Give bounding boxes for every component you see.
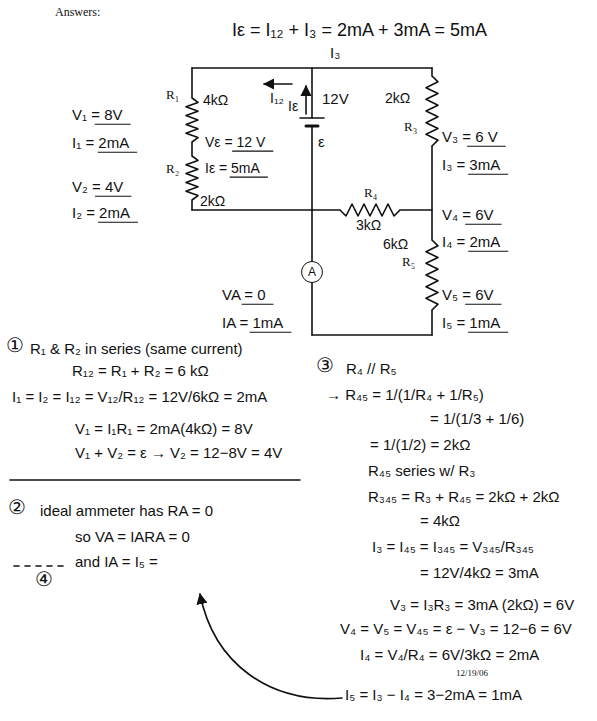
- handwritten-note: ideal ammeter has RA = 0: [40, 502, 213, 519]
- wire: [312, 334, 432, 336]
- wire: [311, 210, 313, 261]
- meter-letter: A: [308, 266, 316, 278]
- handwritten-note: I₄ = V₄/R₄ = 6V/3kΩ = 2mA: [360, 646, 539, 663]
- answer-underline: [98, 222, 138, 223]
- handwritten-note: Iε = I₁₂ + I₃ = 2mA + 3mA = 5mA: [232, 20, 487, 41]
- handwritten-note: V₁ + V₂ = ε → V₂ = 12−8V = 4V: [75, 444, 282, 461]
- handwritten-note: I₁ = I₂ = I₁₂ = V₁₂/R₁₂ = 12V/6kΩ = 2mA: [12, 388, 267, 405]
- answer-value: IA = 1mA: [222, 314, 283, 331]
- dashed-line: [14, 565, 68, 567]
- resistor-symbol: [340, 204, 400, 216]
- pointer-arrow: [200, 594, 342, 699]
- battery-plate: [300, 117, 324, 119]
- answer-underline: [232, 150, 273, 151]
- handwritten-note: 12/19/06: [456, 668, 488, 678]
- answer-value: V₄ = 6V: [442, 206, 494, 223]
- handwritten-note: R₃: [404, 120, 417, 135]
- answer-underline: [468, 251, 508, 252]
- handwritten-note: Iε: [288, 98, 298, 114]
- handwritten-note: 4kΩ: [203, 92, 228, 108]
- resistor-symbol: [186, 156, 198, 200]
- answer-underline: [467, 146, 506, 147]
- wire: [191, 68, 193, 98]
- wire: [311, 126, 313, 210]
- answer-value: I₅ = 1mA: [442, 314, 500, 331]
- handwritten-note: R₁: [166, 88, 179, 103]
- resistor-symbol: [426, 76, 438, 146]
- wire: [431, 146, 433, 240]
- handwritten-note: ε: [318, 133, 325, 150]
- handwritten-note: ③: [316, 354, 334, 377]
- handwritten-note: R₂: [166, 162, 179, 177]
- handwritten-note: 3kΩ: [356, 217, 381, 233]
- handwritten-note: = 4kΩ: [420, 512, 460, 529]
- resistor-symbol: [426, 240, 438, 310]
- answer-underline: [465, 224, 501, 225]
- current-arrow: [305, 86, 307, 114]
- handwritten-note: R₄₅ series w/ R₃: [368, 462, 475, 479]
- answer-value: I₁ = 2mA: [72, 134, 129, 151]
- handwritten-note: V₃ = I₃R₃ = 3mA (2kΩ) = 6V: [390, 596, 574, 613]
- answer-value: I₂ = 2mA: [72, 204, 130, 221]
- answer-value: I₃ = 3mA: [442, 156, 500, 173]
- handwritten-note: R₄ // R₅: [346, 360, 397, 377]
- wire: [191, 200, 193, 210]
- ammeter-symbol: A: [301, 261, 323, 283]
- wire: [311, 68, 313, 118]
- answer-underline: [95, 124, 131, 125]
- wire: [192, 209, 340, 211]
- handwritten-note: = 1/(1/3 + 1/6): [430, 410, 524, 427]
- handwritten-note: I₃ = I₄₅ = I₃₄₅ = V₃₄₅/R₃₄₅: [372, 538, 534, 555]
- answer-value: V₃ = 6 V: [442, 128, 498, 145]
- wire: [400, 209, 432, 211]
- answer-value: V₅ = 6V: [442, 286, 494, 303]
- handwritten-note: 6kΩ: [383, 236, 408, 252]
- handwritten-note: R₁ & R₂ in series (same current): [30, 340, 243, 357]
- answer-underline: [95, 196, 131, 197]
- answer-underline: [242, 304, 274, 305]
- current-arrow: [264, 83, 292, 85]
- handwritten-note: R₁₂ = R₁ + R₂ = 6 kΩ: [72, 362, 209, 379]
- answer-value: V₂ = 4V: [72, 178, 123, 195]
- answer-underline: [98, 152, 137, 153]
- handwritten-note: = 12V/4kΩ = 3mA: [420, 564, 539, 581]
- handwritten-note: = 1/(1/2) = 2kΩ: [370, 436, 470, 453]
- answer-underline: [468, 174, 508, 175]
- handwritten-note: R₃₄₅ = R₃ + R₄₅ = 2kΩ + 2kΩ: [368, 488, 560, 505]
- handwritten-note: and IA = I₅ =: [75, 553, 158, 570]
- handwritten-note: I₃: [330, 44, 340, 61]
- handwritten-note: V₁ = I₁R₁ = 2mA(4kΩ) = 8V: [75, 420, 253, 437]
- separator-line: [10, 479, 300, 481]
- handwritten-note: R₄: [364, 186, 377, 201]
- answer-underline: [250, 332, 292, 333]
- wire: [191, 142, 193, 156]
- resistor-symbol: [186, 98, 198, 142]
- answer-value: V₁ = 8V: [72, 106, 123, 123]
- handwritten-note: 2kΩ: [200, 193, 225, 209]
- wire: [431, 68, 433, 76]
- handwritten-note: 12V: [322, 90, 349, 107]
- wire: [311, 283, 313, 335]
- handwritten-note: 2kΩ: [385, 90, 410, 106]
- handwritten-note: I₅ = I₃ − I₄ = 3−2mA = 1mA: [345, 686, 522, 703]
- answer-underline: [230, 176, 268, 177]
- answer-value: I₄ = 2mA: [442, 233, 500, 250]
- handwritten-note: R₅: [402, 255, 415, 270]
- handwritten-note: so VA = IARA = 0: [75, 528, 190, 545]
- answer-underline: [468, 332, 508, 333]
- answer-underline: [465, 304, 501, 305]
- wire: [431, 310, 433, 335]
- handwritten-note: I₁₂: [270, 90, 284, 106]
- handwritten-note: ②: [8, 496, 26, 519]
- answer-value: Vε = 12 V: [205, 134, 265, 150]
- handwritten-note: ①: [6, 334, 24, 357]
- answer-value: Iε = 5mA: [205, 160, 260, 176]
- handwritten-note: V₄ = V₅ = V₄₅ = ε − V₃ = 12−6 = 6V: [340, 620, 572, 637]
- handwritten-note: Answers:: [55, 6, 100, 20]
- handwritten-note: → R₄₅ = 1/(1/R₄ + 1/R₅): [326, 386, 484, 403]
- handwritten-note: ④: [35, 568, 53, 591]
- answer-value: VA = 0: [222, 286, 266, 303]
